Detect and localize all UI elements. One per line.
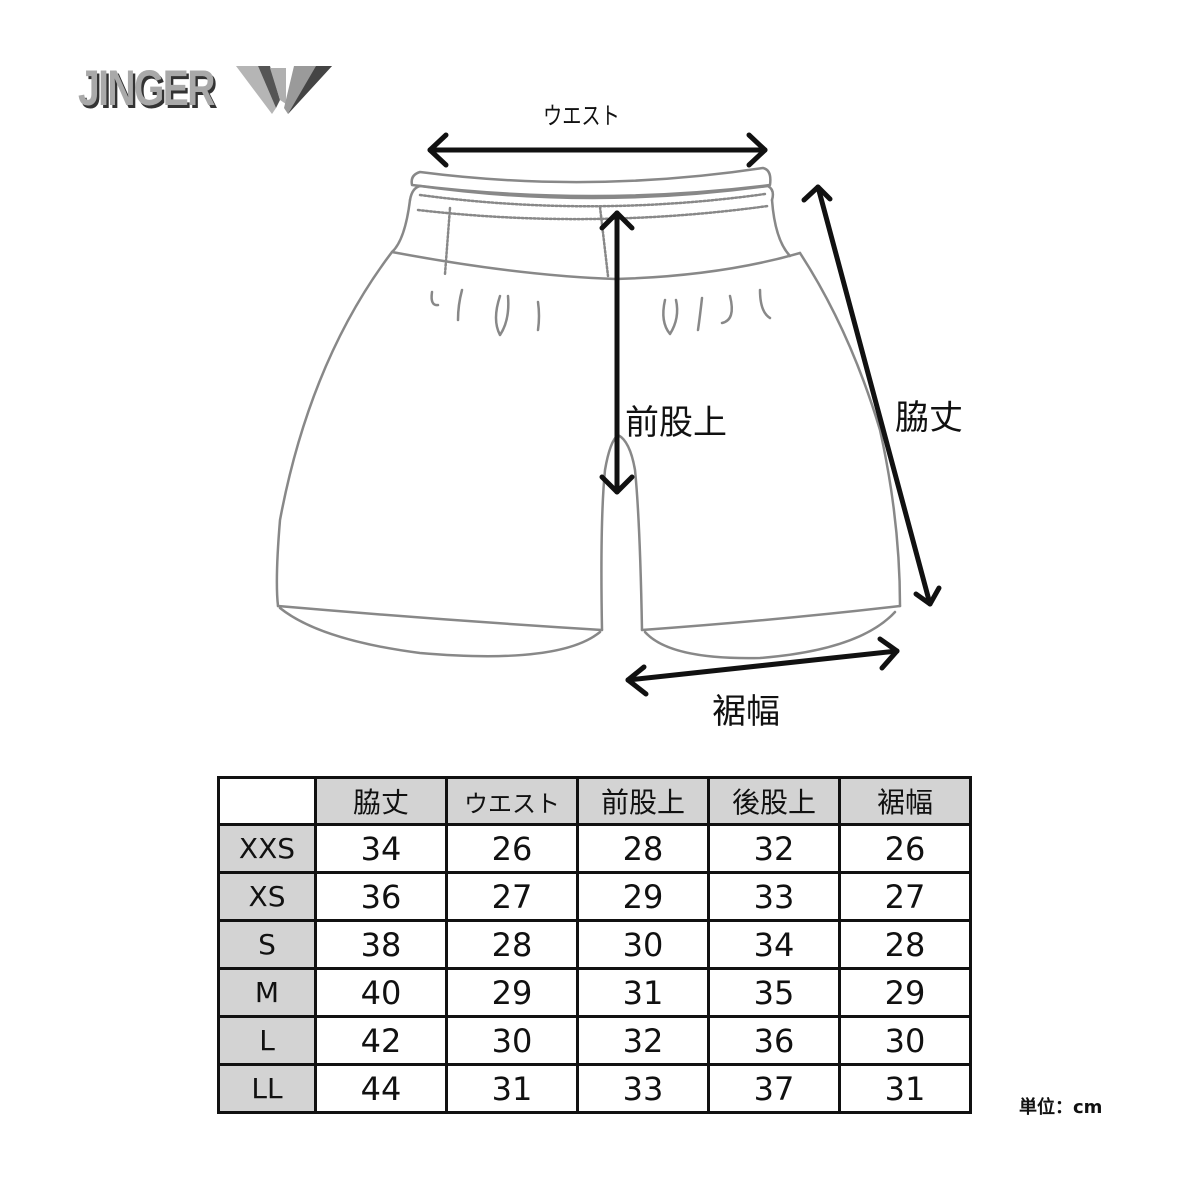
table-row: M 40 29 31 35 29 — [217, 967, 972, 1018]
table-row: L 42 30 32 36 30 — [217, 1015, 972, 1066]
column-header: 脇丈 — [314, 776, 448, 826]
brand-logo-text: JINGER — [78, 60, 215, 116]
table-cell: 42 — [314, 1015, 448, 1066]
column-header: 裾幅 — [838, 776, 972, 826]
table-cell: 40 — [314, 967, 448, 1018]
column-header: 後股上 — [707, 776, 841, 826]
table-cell: 31 — [838, 1063, 972, 1114]
table-cell: 36 — [707, 1015, 841, 1066]
table-cell: 30 — [445, 1015, 579, 1066]
hem-width-arrow — [625, 648, 900, 683]
table-cell: 30 — [576, 919, 710, 970]
size-label: L — [217, 1015, 317, 1066]
table-cell: 28 — [576, 823, 710, 874]
front-rise-label: 前股上 — [625, 403, 727, 443]
table-cell: 30 — [838, 1015, 972, 1066]
size-label: S — [217, 919, 317, 970]
table-cell: 32 — [707, 823, 841, 874]
brand-chevron-icon — [236, 66, 332, 114]
table-cell: 29 — [576, 871, 710, 922]
size-label: M — [217, 967, 317, 1018]
shorts-diagram — [275, 132, 942, 697]
table-cell: 28 — [838, 919, 972, 970]
hem-width-label: 裾幅 — [712, 692, 780, 732]
table-row: XXS 34 26 28 32 26 — [217, 823, 972, 874]
table-cell: 33 — [707, 871, 841, 922]
table-cell: 44 — [314, 1063, 448, 1114]
column-header: ウエスト — [445, 776, 579, 826]
table-cell: 31 — [576, 967, 710, 1018]
table-row: S 38 28 30 34 28 — [217, 919, 972, 970]
side-length-label: 脇丈 — [895, 398, 963, 438]
table-cell: 29 — [445, 967, 579, 1018]
table-header-row: 脇丈 ウエスト 前股上 後股上 裾幅 — [217, 776, 972, 826]
table-cell: 28 — [445, 919, 579, 970]
size-label: XS — [217, 871, 317, 922]
table-cell: 27 — [838, 871, 972, 922]
table-cell: 29 — [838, 967, 972, 1018]
table-cell: 32 — [576, 1015, 710, 1066]
table-row: LL 44 31 33 37 31 — [217, 1063, 972, 1114]
table-cell: 26 — [838, 823, 972, 874]
brand-logo: JINGER — [78, 60, 338, 120]
size-label: XXS — [217, 823, 317, 874]
table-cell: 34 — [707, 919, 841, 970]
table-cell: 34 — [314, 823, 448, 874]
table-cell: 31 — [445, 1063, 579, 1114]
table-corner-cell — [217, 776, 317, 826]
column-header: 前股上 — [576, 776, 710, 826]
table-cell: 37 — [707, 1063, 841, 1114]
size-table: 脇丈 ウエスト 前股上 後股上 裾幅 XXS 34 26 28 32 26 XS… — [217, 776, 972, 1114]
side-length-arrow — [815, 184, 933, 607]
table-cell: 38 — [314, 919, 448, 970]
size-label: LL — [217, 1063, 317, 1114]
table-cell: 36 — [314, 871, 448, 922]
unit-note: 単位：cm — [1019, 1097, 1103, 1118]
table-cell: 27 — [445, 871, 579, 922]
waist-label: ウエスト — [543, 102, 620, 130]
table-cell: 26 — [445, 823, 579, 874]
table-cell: 33 — [576, 1063, 710, 1114]
table-cell: 35 — [707, 967, 841, 1018]
table-row: XS 36 27 29 33 27 — [217, 871, 972, 922]
